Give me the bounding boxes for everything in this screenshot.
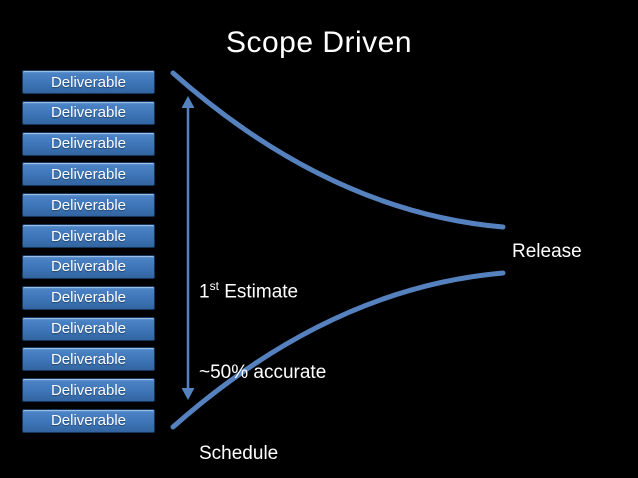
deliverable-label: Deliverable — [50, 104, 127, 122]
slide-title: Scope Driven — [225, 26, 413, 59]
deliverable-box: Deliverable — [22, 131, 155, 156]
deliverable-box: Deliverable — [22, 316, 155, 341]
estimate-line: 1st Estimate — [199, 279, 299, 303]
deliverable-box: Deliverable — [22, 378, 155, 403]
deliverable-box: Deliverable — [22, 193, 155, 218]
deliverable-label: Deliverable — [50, 196, 127, 214]
release-label: Release — [512, 241, 582, 262]
deliverable-label: Deliverable — [50, 227, 127, 245]
deliverable-box: Deliverable — [22, 347, 155, 372]
schedule-line: Schedule — [199, 443, 279, 465]
deliverable-label: Deliverable — [50, 412, 127, 430]
deliverable-box: Deliverable — [22, 285, 155, 310]
deliverable-box: Deliverable — [22, 100, 155, 125]
deliverable-label: Deliverable — [50, 165, 127, 183]
estimate-annotation: 1st Estimate ~50% accurate Schedule — [199, 219, 326, 478]
deliverable-label: Deliverable — [50, 73, 127, 91]
deliverable-box: Deliverable — [22, 408, 155, 433]
deliverable-label: Deliverable — [50, 350, 127, 368]
deliverable-label: Deliverable — [50, 258, 127, 276]
funnel-top-curve — [170, 70, 506, 230]
deliverable-label: Deliverable — [50, 135, 127, 153]
deliverable-box: Deliverable — [22, 224, 155, 249]
deliverable-label: Deliverable — [50, 289, 127, 307]
deliverable-box: Deliverable — [22, 70, 155, 94]
vertical-double-arrow-icon — [181, 96, 195, 400]
deliverable-label: Deliverable — [50, 381, 127, 399]
deliverable-box: Deliverable — [22, 162, 155, 187]
deliverable-box: Deliverable — [22, 254, 155, 279]
deliverable-label: Deliverable — [50, 320, 127, 337]
accuracy-line: ~50% accurate — [199, 362, 327, 384]
